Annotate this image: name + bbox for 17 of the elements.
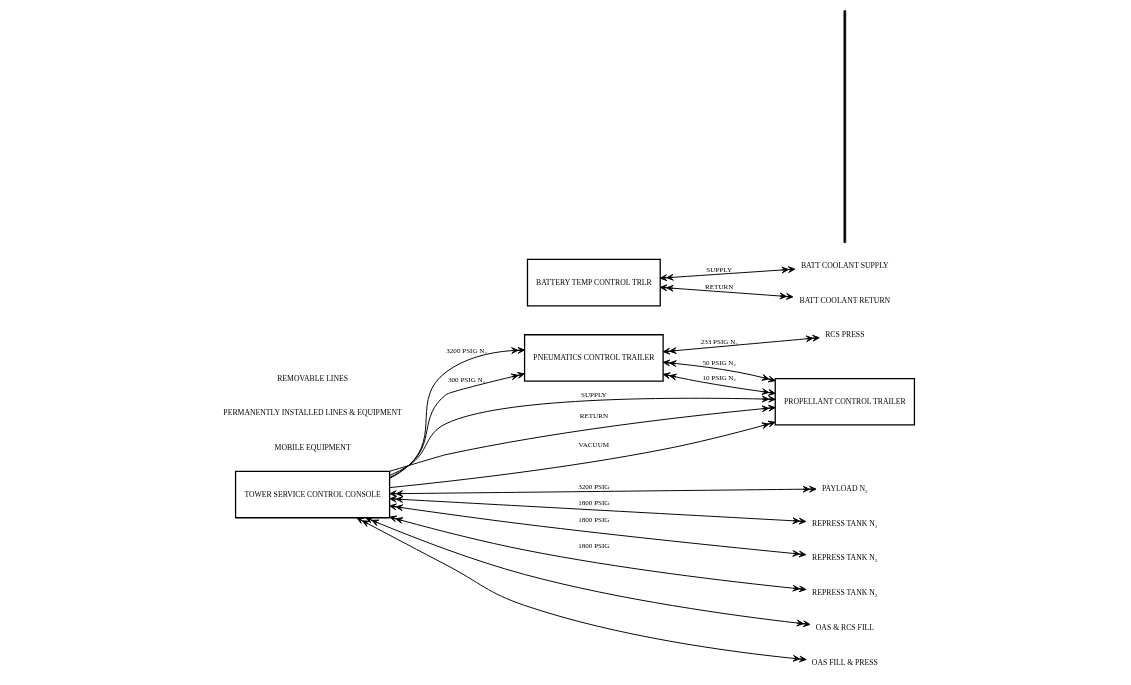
node-bar (843, 10, 847, 243)
arrow (662, 334, 820, 355)
arrow (389, 515, 807, 593)
arrow (662, 372, 776, 396)
arrow (356, 517, 807, 663)
arrow (389, 372, 525, 478)
arrow (662, 359, 776, 383)
arrow (389, 346, 526, 479)
arrow (388, 404, 776, 472)
arrow (659, 284, 794, 300)
arrow (389, 420, 776, 489)
arrow (389, 395, 776, 477)
arrow (659, 266, 796, 282)
arrow (365, 517, 811, 628)
arrow (389, 485, 817, 498)
arrow (389, 495, 807, 525)
arrow (389, 503, 807, 558)
